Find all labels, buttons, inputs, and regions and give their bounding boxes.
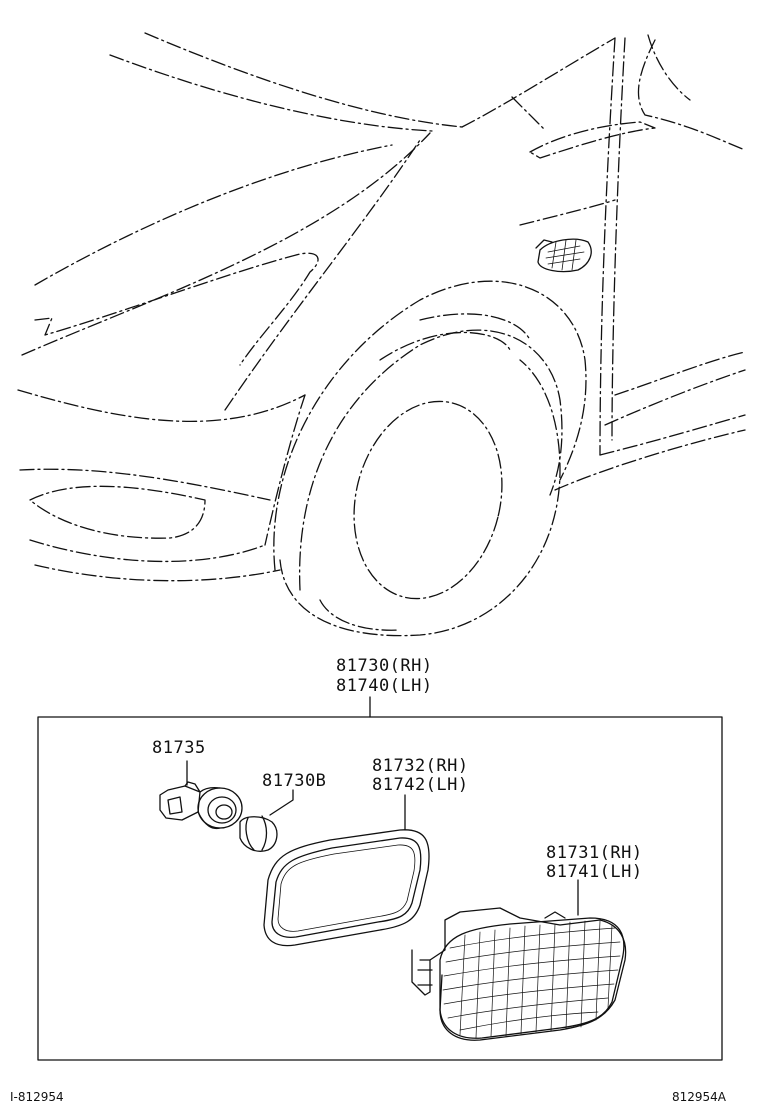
tire-side: [319, 599, 401, 631]
hood-front: [21, 132, 431, 356]
lens-label-lh: 81741(LH): [546, 862, 643, 882]
gasket-label-rh: 81732(RH): [372, 756, 469, 776]
fender-arch-outer: [273, 280, 587, 571]
footer-left-code: I-812954: [10, 1090, 64, 1104]
hood-edge-upper: [144, 32, 463, 128]
fender-arch-inner: [298, 329, 563, 591]
assembly-label-lh: 81740(LH): [336, 676, 433, 696]
vehicle-outline: [17, 32, 746, 637]
door-frame: [647, 34, 691, 101]
bulb-label: 81730B: [262, 771, 327, 791]
gasket-label-lh: 81742(LH): [372, 775, 469, 795]
socket-part: [159, 760, 243, 830]
assembly-callout-box: [37, 716, 723, 1061]
door-line: [614, 351, 746, 396]
gasket-part: [263, 794, 430, 947]
assembly-label-rh: 81730(RH): [336, 656, 433, 676]
wheel-rim: [353, 400, 503, 600]
bumper-side: [264, 394, 306, 546]
headlamp-outline: [34, 252, 319, 366]
a-pillar-inner: [611, 37, 626, 441]
valance-lower: [34, 564, 281, 582]
footer-right-code: 812954A: [672, 1090, 727, 1104]
body-side-line: [604, 369, 746, 426]
pillar-tick: [511, 96, 546, 131]
windshield-base: [461, 37, 616, 128]
side-marker-on-vehicle: [535, 238, 592, 273]
bumper-lower: [19, 468, 271, 501]
bulb-leader: [269, 789, 294, 816]
socket-label: 81735: [152, 738, 206, 758]
window-line: [637, 39, 746, 151]
mirror-base: [529, 121, 656, 159]
hood-crease: [34, 144, 393, 286]
fog-lamp-opening: [29, 485, 206, 539]
bumper-upper: [17, 389, 306, 422]
lens-part: [411, 879, 627, 1041]
fender-lip-2: [419, 313, 531, 341]
rocker-panel: [554, 429, 746, 491]
hood-edge-mid: [109, 54, 433, 132]
lens-label-rh: 81731(RH): [546, 843, 643, 863]
a-pillar: [599, 37, 616, 456]
rocker-lower: [599, 414, 746, 456]
tire-outer: [279, 359, 561, 637]
headlamp-top: [224, 139, 421, 411]
fender-lip: [379, 331, 511, 361]
valance: [29, 539, 266, 563]
bulb-part: [239, 789, 294, 852]
fender-top: [519, 199, 616, 226]
